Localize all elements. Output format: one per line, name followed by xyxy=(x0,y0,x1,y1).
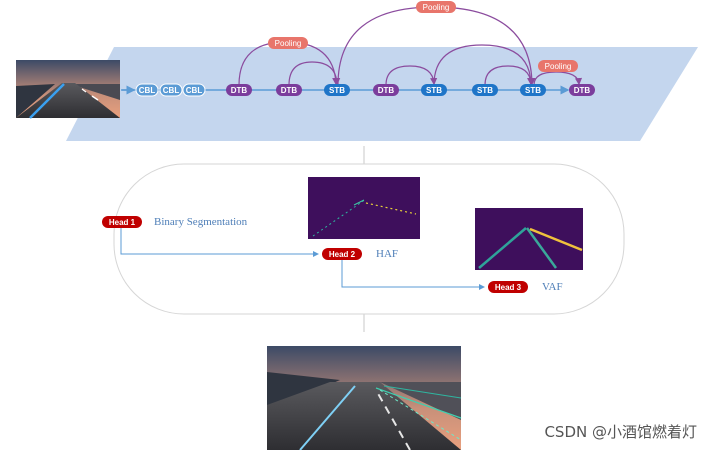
node-dtb-4: DTB xyxy=(569,84,595,96)
node-cbl-2: CBL xyxy=(159,83,183,97)
svg-text:STB: STB xyxy=(525,86,541,95)
head2-description: HAF xyxy=(376,248,398,260)
svg-text:CBL: CBL xyxy=(139,86,156,95)
svg-text:DTB: DTB xyxy=(574,86,591,95)
node-cbl-3: CBL xyxy=(182,83,206,97)
svg-text:Pooling: Pooling xyxy=(423,3,450,12)
input-road-image xyxy=(16,60,120,119)
svg-text:STB: STB xyxy=(329,86,345,95)
svg-text:STB: STB xyxy=(477,86,493,95)
node-stb-2: STB xyxy=(421,84,447,96)
svg-text:CBL: CBL xyxy=(163,86,180,95)
svg-text:DTB: DTB xyxy=(378,86,395,95)
skip-arc-dtb3-stb2 xyxy=(385,65,438,86)
skip-arc-dtb2-stb1 xyxy=(288,61,341,86)
svg-text:Pooling: Pooling xyxy=(275,39,302,48)
node-dtb-2: DTB xyxy=(276,84,302,96)
haf-map-image xyxy=(308,177,420,239)
svg-text:Pooling: Pooling xyxy=(545,62,572,71)
pooling-badge-2: Pooling xyxy=(416,1,456,13)
skip-arc-stb3-stb4 xyxy=(484,65,535,86)
svg-text:DTB: DTB xyxy=(281,86,298,95)
node-stb-4: STB xyxy=(520,84,546,96)
svg-text:DTB: DTB xyxy=(231,86,248,95)
node-cbl-1: CBL xyxy=(135,83,159,97)
head2-to-head3-arrow xyxy=(341,260,485,290)
svg-text:Head 3: Head 3 xyxy=(495,283,522,292)
output-road-image xyxy=(267,346,462,450)
node-stb-1: STB xyxy=(324,84,350,96)
skip-arc-stb2-stb4 xyxy=(433,44,535,86)
svg-text:Head 2: Head 2 xyxy=(329,250,356,259)
watermark-text: CSDN @小酒馆燃着灯 xyxy=(544,423,697,441)
pooling-badge-3: Pooling xyxy=(538,60,578,72)
svg-text:CBL: CBL xyxy=(186,86,203,95)
head1-to-head2-arrow xyxy=(120,227,319,257)
node-stb-3: STB xyxy=(472,84,498,96)
head3-badge: Head 3 xyxy=(488,281,528,293)
svg-text:Head 1: Head 1 xyxy=(109,218,136,227)
node-dtb-1: DTB xyxy=(226,84,252,96)
pooling-badge-1: Pooling xyxy=(268,37,308,49)
node-dtb-3: DTB xyxy=(373,84,399,96)
head3-description: VAF xyxy=(542,281,563,293)
vaf-map-image xyxy=(475,208,583,270)
head1-badge: Head 1 xyxy=(102,216,142,228)
svg-text:STB: STB xyxy=(426,86,442,95)
head2-badge: Head 2 xyxy=(322,248,362,260)
head1-description: Binary Segmentation xyxy=(154,216,248,228)
